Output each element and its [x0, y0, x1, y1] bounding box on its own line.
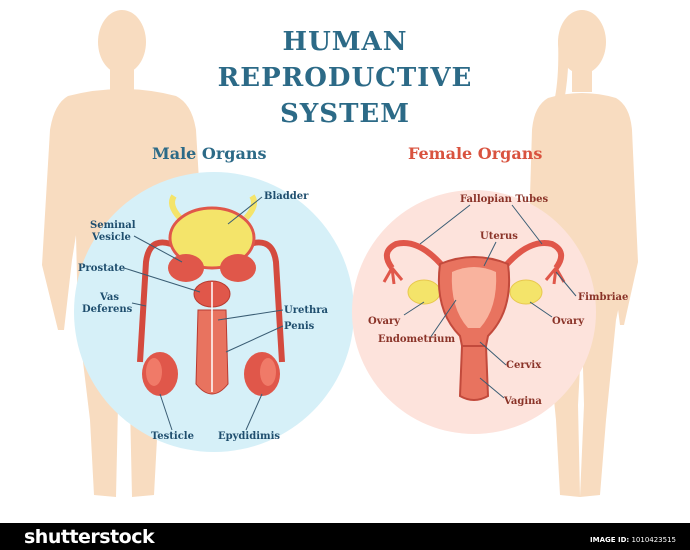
male-organs-illustration [137, 194, 285, 396]
leader-lines [123, 196, 577, 431]
label-ovary-left: Ovary [368, 316, 401, 327]
diagram-title-line-1: HUMAN [282, 27, 408, 57]
label-vas-deferens-line-2: Deferens [82, 304, 133, 315]
label-seminal-vesicle-line-2: Vesicle [92, 232, 131, 243]
label-testicle: Testicle [151, 431, 194, 442]
ovary-right-shape [509, 279, 543, 305]
label-vas-deferens-line-1: Vas [100, 292, 119, 303]
shutterstock-logo: shutterstock [24, 526, 155, 548]
label-fimbriae: Fimbriae [578, 292, 629, 303]
label-ovary-right: Ovary [552, 316, 585, 327]
label-penis: Penis [284, 321, 315, 332]
label-prostate: Prostate [78, 263, 126, 274]
label-urethra: Urethra [284, 305, 328, 316]
diagram-artwork [42, 10, 638, 497]
image-id: IMAGE ID: 1010423515 [590, 536, 676, 545]
diagram-title-line-2: REPRODUCTIVE [217, 63, 473, 93]
label-cervix: Cervix [506, 360, 542, 371]
vagina-shape [458, 345, 490, 401]
label-uterus: Uterus [480, 231, 518, 242]
label-endometrium: Endometrium [378, 334, 456, 345]
label-epididymis: Epydidimis [218, 431, 281, 442]
ovary-left-shape [407, 279, 441, 305]
label-seminal-vesicle-line-1: Seminal [90, 220, 136, 231]
male-organs-heading: Male Organs [152, 144, 267, 163]
image-id-value: 1010423515 [631, 536, 676, 544]
female-organs-heading: Female Organs [408, 144, 543, 163]
female-organs-illustration [382, 240, 566, 401]
image-id-label: IMAGE ID: [590, 536, 630, 544]
label-fallopian-tubes: Fallopian Tubes [460, 194, 549, 205]
diagram-title-line-3: SYSTEM [279, 99, 411, 129]
label-bladder: Bladder [264, 191, 309, 202]
label-vagina: Vagina [504, 396, 542, 407]
bladder-shape [168, 206, 256, 270]
footer-bar [0, 523, 690, 550]
